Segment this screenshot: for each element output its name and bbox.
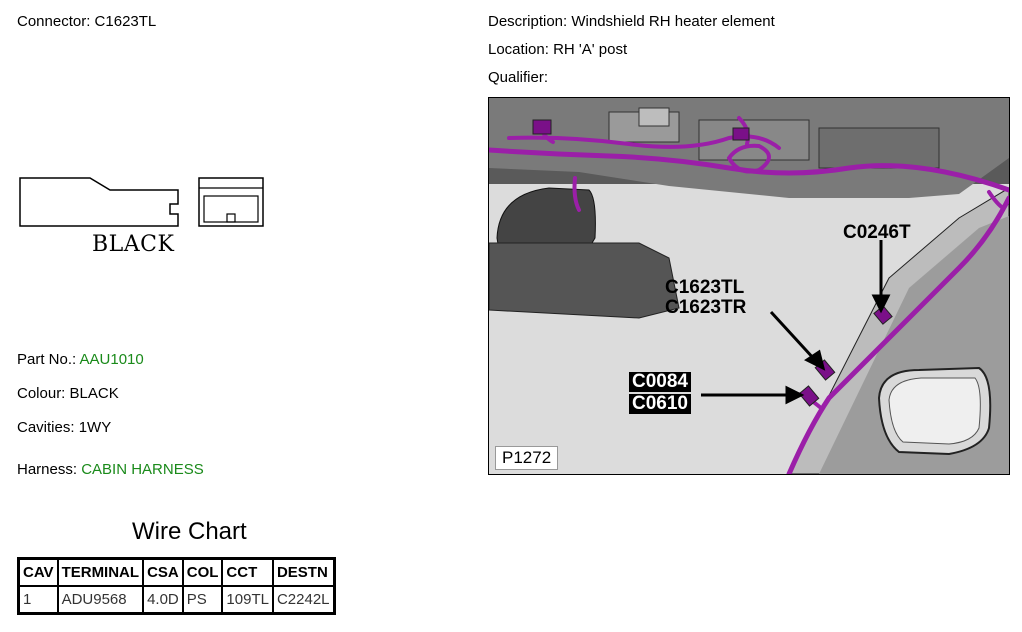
- cell-terminal: ADU9568: [56, 585, 145, 615]
- callout-c1623tr: C1623TR: [665, 297, 747, 318]
- colour-label: Colour:: [17, 385, 66, 402]
- part-number-link[interactable]: AAU1010: [79, 351, 144, 368]
- location-line: Location: RH 'A' post: [488, 41, 627, 59]
- part-number-line: Part No.: AAU1010: [17, 351, 144, 369]
- description-value: Windshield RH heater element: [571, 13, 775, 30]
- col-header-cav: CAV: [17, 557, 59, 587]
- connector-heading: Connector: C1623TL: [17, 13, 156, 31]
- location-label: Location:: [488, 41, 549, 58]
- col-header-cct: CCT: [221, 557, 274, 587]
- cell-csa: 4.0D: [142, 585, 184, 615]
- col-header-terminal: TERMINAL: [56, 557, 145, 587]
- part-label: Part No.:: [17, 351, 77, 368]
- harness-label: Harness:: [17, 461, 78, 478]
- connector-diagram: [19, 177, 264, 227]
- col-header-col: COL: [181, 557, 224, 587]
- photo-reference-label: P1272: [495, 446, 559, 470]
- colour-line: Colour: BLACK: [17, 385, 119, 403]
- colour-value: BLACK: [69, 385, 119, 402]
- wire-chart-table: CAV TERMINAL CSA COL CCT DESTN 1 ADU9568…: [17, 557, 336, 615]
- location-illustration: [489, 98, 1009, 474]
- cavities-value: 1WY: [78, 419, 112, 436]
- callout-c0246t: C0246T: [843, 222, 911, 243]
- cell-cav: 1: [17, 585, 59, 615]
- cell-cct: 109TL: [221, 585, 274, 615]
- wire-chart-title: Wire Chart: [132, 518, 247, 545]
- connector-label: Connector:: [17, 13, 91, 30]
- harness-line: Harness: CABIN HARNESS: [17, 461, 204, 479]
- callout-c1623tl: C1623TL: [665, 277, 745, 298]
- cell-col: PS: [181, 585, 224, 615]
- cavities-label: Cavities:: [17, 419, 75, 436]
- wire-chart-header-row: CAV TERMINAL CSA COL CCT DESTN: [17, 557, 336, 587]
- callout-c0610: C0610: [629, 394, 691, 414]
- table-row: 1 ADU9568 4.0D PS 109TL C2242L: [17, 585, 336, 615]
- callout-c0084: C0084: [629, 372, 691, 392]
- connector-color-text: BLACK: [92, 232, 175, 257]
- cavities-line: Cavities: 1WY: [17, 419, 111, 437]
- qualifier-label: Qualifier:: [488, 69, 549, 86]
- col-header-destn: DESTN: [271, 557, 336, 587]
- connector-value: C1623TL: [94, 13, 157, 30]
- cell-destn: C2242L: [271, 585, 336, 615]
- col-header-csa: CSA: [142, 557, 184, 587]
- qualifier-line: Qualifier:: [488, 69, 548, 87]
- description-label: Description:: [488, 13, 568, 30]
- harness-link[interactable]: CABIN HARNESS: [81, 461, 204, 478]
- location-photo: C0246T C1623TL C1623TR C0084 C0610 P1272: [488, 97, 1010, 475]
- description-line: Description: Windshield RH heater elemen…: [488, 13, 775, 31]
- location-value: RH 'A' post: [553, 41, 628, 58]
